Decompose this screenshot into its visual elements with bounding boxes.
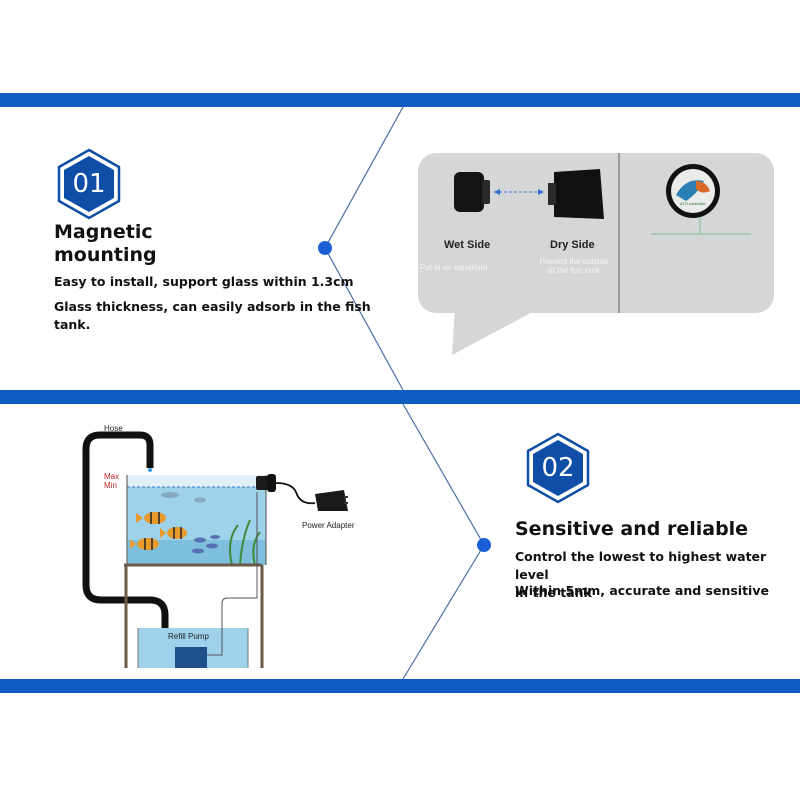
- badge-02: 02: [526, 432, 590, 504]
- badge-02-number: 02: [541, 453, 575, 483]
- min-label: Min: [104, 481, 117, 490]
- dry-side-label: Dry Side: [550, 239, 595, 251]
- section1-title-line2: mounting: [54, 244, 157, 266]
- panel-divider: [618, 153, 620, 313]
- max-label: Max: [104, 472, 120, 481]
- badge-01-number: 01: [72, 169, 106, 199]
- bottom-band: [0, 679, 800, 693]
- middle-band: [0, 390, 800, 404]
- top-band: [0, 93, 800, 107]
- dry-side-sub: Prevent the outside of the fish tank: [528, 257, 620, 275]
- dry-side-sub-line2: of the fish tank: [547, 266, 601, 275]
- section2-desc1-line2: in the tank: [515, 585, 592, 600]
- section1-desc1: Easy to install, support glass within 1.…: [54, 274, 354, 289]
- section2-desc1: Control the lowest to highest water leve…: [515, 548, 800, 602]
- product-panel: Wet Side Put in an aquarium Dry Side Pre…: [418, 153, 774, 313]
- wet-side-label: Wet Side: [444, 239, 491, 251]
- connector-dot-2: [477, 538, 491, 552]
- badge-01: 01: [57, 148, 121, 220]
- power-adapter-label: Power Adapter: [302, 521, 355, 530]
- controller-text: ATO controller: [680, 201, 706, 206]
- wet-side-sub: Put in an aquarium: [420, 263, 488, 272]
- section2-title: Sensitive and reliable: [515, 518, 749, 540]
- section1-title-line1: Magnetic: [54, 221, 153, 243]
- section2-desc1-line1: Control the lowest to highest water leve…: [515, 549, 767, 582]
- section1-desc2-line1: Glass thickness, can easily adsorb in th…: [54, 299, 371, 314]
- section1-title: Magnetic mounting: [54, 221, 157, 267]
- section1-desc2-line2: tank.: [54, 317, 91, 332]
- dry-side-sub-line1: Prevent the outside: [539, 257, 609, 266]
- hose-label: Hose: [104, 424, 123, 433]
- connector-dot-1: [318, 241, 332, 255]
- section1-desc2: Glass thickness, can easily adsorb in th…: [54, 298, 371, 334]
- refill-pump-label: Refill Pump: [168, 632, 209, 641]
- section2-desc2: Within 5mm, accurate and sensitive: [515, 583, 769, 598]
- controller-image: [651, 164, 751, 235]
- sensor-pair-image: [454, 169, 604, 219]
